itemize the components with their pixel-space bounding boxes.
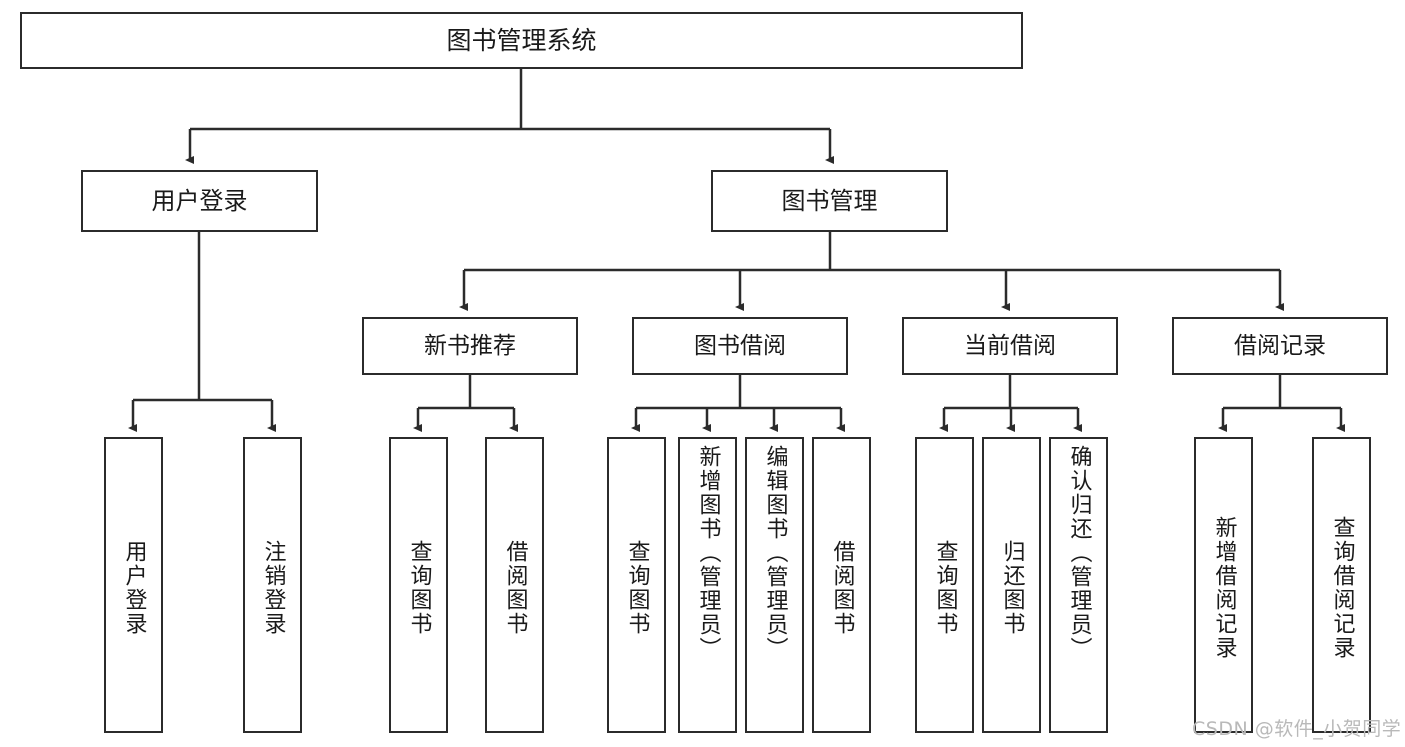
node-label: 用户登录 — [121, 540, 147, 636]
node-leaf-query-book-3[interactable]: 查询图书 — [915, 437, 974, 733]
node-leaf-edit-book-admin[interactable]: 编辑图书（管理员） — [745, 437, 804, 733]
node-label: 查询图书 — [624, 540, 650, 636]
node-leaf-query-book-1[interactable]: 查询图书 — [389, 437, 448, 733]
watermark: CSDN @软件_小贺同学 — [1192, 718, 1402, 740]
node-book-management[interactable]: 图书管理 — [711, 170, 948, 232]
node-label: 图书借阅 — [694, 332, 786, 359]
node-leaf-add-borrow-record[interactable]: 新增借阅记录 — [1194, 437, 1253, 733]
node-leaf-confirm-return-admin[interactable]: 确认归还（管理员） — [1049, 437, 1108, 733]
node-user-login[interactable]: 用户登录 — [81, 170, 318, 232]
node-label: 新增图书（管理员） — [695, 445, 721, 661]
node-label: 当前借阅 — [964, 332, 1056, 359]
node-book-management-system[interactable]: 图书管理系统 — [20, 12, 1023, 69]
node-label: 归还图书 — [999, 540, 1025, 636]
node-label: 图书管理 — [781, 187, 878, 215]
node-label: 借阅图书 — [829, 540, 855, 636]
node-label: 借阅图书 — [502, 540, 528, 636]
node-leaf-logout-login[interactable]: 注销登录 — [243, 437, 302, 733]
node-label: 查询借阅记录 — [1329, 516, 1355, 660]
node-label: 确认归还（管理员） — [1066, 445, 1092, 661]
node-current-borrow[interactable]: 当前借阅 — [902, 317, 1118, 375]
node-leaf-borrow-book-2[interactable]: 借阅图书 — [812, 437, 871, 733]
node-new-book-recommend[interactable]: 新书推荐 — [362, 317, 578, 375]
node-label: 图书管理系统 — [446, 26, 597, 55]
node-label: 新增借阅记录 — [1211, 516, 1237, 660]
node-label: 新书推荐 — [424, 332, 516, 359]
node-leaf-add-book-admin[interactable]: 新增图书（管理员） — [678, 437, 737, 733]
node-leaf-borrow-book-1[interactable]: 借阅图书 — [485, 437, 544, 733]
node-leaf-query-book-2[interactable]: 查询图书 — [607, 437, 666, 733]
node-label: 编辑图书（管理员） — [762, 445, 788, 661]
node-label: 查询图书 — [932, 540, 958, 636]
node-label: 用户登录 — [151, 187, 248, 215]
node-label: 查询图书 — [406, 540, 432, 636]
node-borrow-record[interactable]: 借阅记录 — [1172, 317, 1388, 375]
node-book-borrow[interactable]: 图书借阅 — [632, 317, 848, 375]
node-leaf-return-book[interactable]: 归还图书 — [982, 437, 1041, 733]
node-label: 借阅记录 — [1234, 332, 1326, 359]
node-leaf-query-borrow-record[interactable]: 查询借阅记录 — [1312, 437, 1371, 733]
node-label: 注销登录 — [260, 540, 286, 636]
node-leaf-user-login[interactable]: 用户登录 — [104, 437, 163, 733]
